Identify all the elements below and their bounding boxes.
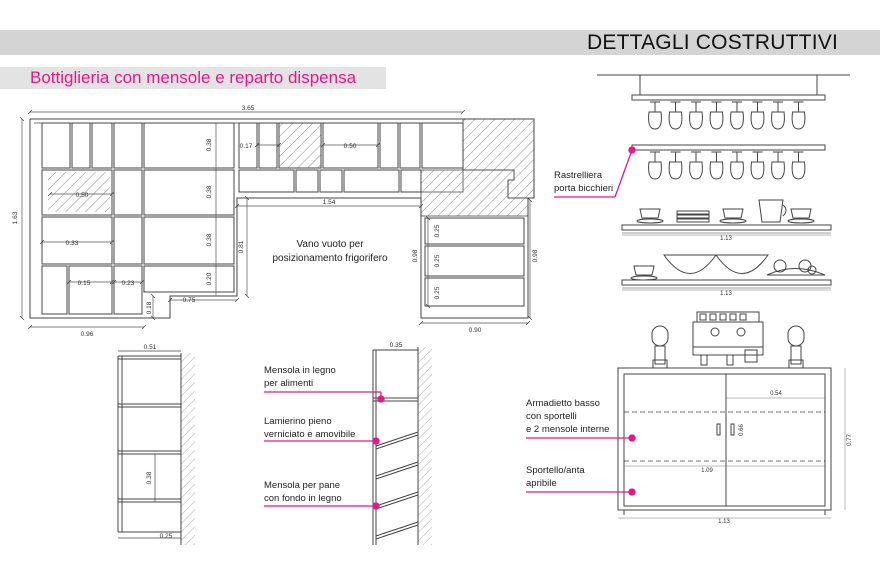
wine-glass [709,111,724,130]
dim-cabinet-door: 0.66 [739,424,745,436]
dish-shelf-dims: 1.13 1.13 [622,234,831,297]
plan-dimension-lines [22,112,530,327]
wine-glass [648,161,662,180]
wine-glass [791,161,806,180]
cabinet-label-1-line-3: e 2 mensole interne [526,424,609,435]
dim-wide-a: 0.50 [344,143,357,150]
shelf-detail [372,347,432,545]
dim-section-width: 0.51 [144,344,157,351]
cabinet-label-1-line-2: con sportelli [526,411,577,422]
rack-label-line-2: porta bicchieri [554,183,613,194]
hatched-sections [48,118,535,217]
shelf-section-dims: 0.51 0.38 0.25 [144,344,173,540]
dim-section-height: 0.38 [146,471,153,484]
dim-bottom-left: 0.96 [81,331,94,338]
label-wood-shelf-2: per alimenti [264,378,313,389]
low-cabinet [617,367,832,515]
dim-col-c: 0.38 [206,233,213,246]
cabinet-labels: Armadietto basso con sportelli e 2 menso… [526,398,609,489]
wine-glass [709,161,724,180]
dim-step-w: 0.75 [183,297,196,304]
dim-right-height-b: 0.98 [532,249,539,262]
glass-rack [597,74,850,180]
wine-glass [668,161,683,180]
wine-glass [668,111,683,130]
void-label: Vano vuoto per posizionamento frigorifer… [272,239,387,264]
dim-cabinet-height: 0.77 [847,434,853,446]
wine-glass [771,161,785,180]
dim-wide-b: 0.50 [76,192,89,199]
label-bread-1: Mensola per pane [264,480,340,491]
wine-glass [791,111,806,130]
wine-glass [771,111,785,130]
cabinet-label-2-line-1: Sportello/anta [526,465,585,476]
wine-glass [689,161,703,180]
wine-glass [750,111,765,130]
dim-shelf-b: 1.13 [720,291,732,297]
dim-void-height: 0.81 [238,240,245,253]
dim-small-a: 0.17 [240,143,253,150]
dim-drawer-a: 0.25 [434,224,441,237]
shelf-detail-dim: 0.35 [390,342,403,349]
dim-shelf-a: 1.13 [720,236,732,242]
rack-label: Rastrelliera porta bicchieri [554,170,613,194]
cabinet-label-1-line-1: Armadietto basso [526,398,600,409]
dim-right-height-a: 0.98 [412,249,419,262]
dim-cell-a: 0.33 [66,240,79,247]
section-band [0,67,386,89]
dim-col-d: 0.20 [206,272,213,285]
wine-glass [750,161,765,180]
wine-glass [689,111,703,130]
dish-shelves [621,199,832,289]
shelf-detail-leaders [264,391,385,510]
header-band [0,30,880,55]
void-label-line-2: posizionamento frigorifero [272,253,387,264]
void-label-line-1: Vano vuoto per [296,239,364,250]
page-title: DETTAGLI COSTRUTTIVI [587,31,838,54]
dim-drawer-c: 0.25 [434,286,441,299]
rack-label-line-1: Rastrelliera [554,170,603,181]
appliances [651,311,805,369]
label-sheet-1: Lamierino pieno [264,416,332,427]
label-sheet-2: verniciato e amovibile [264,429,355,440]
dim-cabinet-width: 1.13 [718,519,730,525]
label-wood-shelf-1: Mensola in legno [264,365,336,376]
shelf-section [117,350,195,545]
dim-height-left: 1.63 [12,211,19,224]
dim-cabinet-shelf: 1.09 [701,468,713,474]
wine-glass [730,161,744,180]
dim-col-b: 0.38 [206,185,213,198]
dim-detail-width: 0.35 [390,342,403,349]
dim-step-h: 0.18 [146,301,153,314]
dim-cabinet-inner: 0.54 [770,391,782,397]
cabinet-dims: 0.54 1.09 1.13 0.77 0.66 [618,368,853,525]
dim-total-width: 3.65 [242,105,255,112]
cabinet-leaders [526,434,636,496]
dim-void-width: 1.54 [323,199,336,206]
wine-glass [648,111,662,130]
dim-col-a: 0.38 [206,138,213,151]
dim-bottom-right: 0.90 [469,327,482,334]
shelf-detail-labels: Mensola in legno per alimenti Lamierino … [264,365,355,504]
wine-glass [730,111,744,130]
section-title: Bottiglieria con mensole e reparto dispe… [30,68,357,87]
plan-dimension-labels: 3.65 1.63 0.96 0.90 1.54 0.81 0.98 0.98 … [12,105,539,338]
label-bread-2: con fondo in legno [264,493,342,504]
dim-cell-c: 0.23 [122,280,135,287]
dim-section-depth: 0.25 [160,533,173,540]
rack-leader [554,146,636,198]
cabinet-label-2-line-2: apribile [526,478,557,489]
dim-drawer-b: 0.25 [434,254,441,267]
dim-cell-b: 0.15 [78,280,91,287]
